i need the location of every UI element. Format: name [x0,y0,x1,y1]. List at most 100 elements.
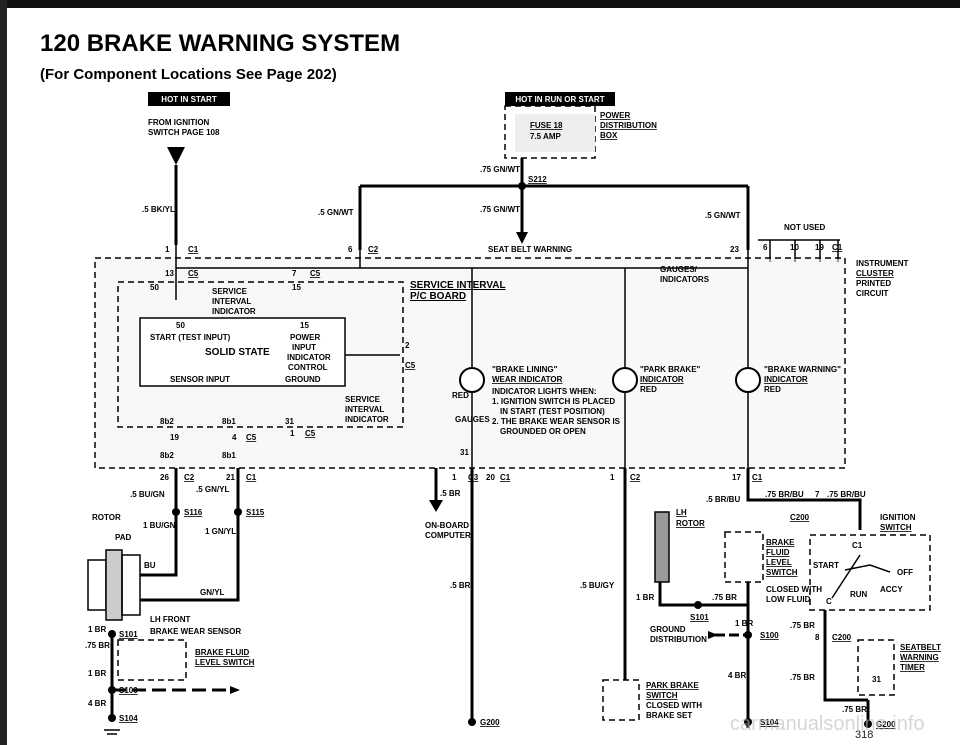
instrument-cluster-boundary [94,257,846,469]
top-border [0,0,960,8]
pin-31-label: 31 [285,417,294,426]
left-border [0,0,7,745]
pin-6b-label: 6 [763,243,768,252]
ss-indicator-label-1: INDICATOR [287,353,331,362]
wire-1gnyl-label: 1 GN/YL [205,527,236,536]
brake-lining-red-label: RED [452,391,469,400]
ignition-off-label: OFF [897,568,913,577]
wire-5br-b-label: .5 BR [450,581,471,590]
service-interval-label-1: SERVICE [212,287,248,296]
pin-7b-label: 7 [815,490,820,499]
seatbelt-timer-label-2: WARNING [900,653,939,662]
brake-lining-label-1: "BRAKE LINING" [492,365,558,374]
seatbelt-timer-box [857,639,895,696]
wire-4br-b-label: 4 BR [728,671,746,680]
pin-21-label: 21 [226,473,235,482]
lining-note-1: INDICATOR LIGHTS WHEN: [492,387,597,396]
wire-5gnwt-left-label: .5 GN/WT [318,208,354,217]
brake-fluid-label-5: CLOSED WITH [766,585,822,594]
lining-note-4: 2. THE BRAKE WEAR SENSOR IS [492,417,621,426]
pin-1c-label: 1 [452,473,457,482]
connector-c5e-label: C5 [305,429,316,438]
rotor-label: ROTOR [92,513,121,522]
lh-front-label-1: LH FRONT [150,615,191,624]
hot-in-start-badge [148,92,230,106]
rotor-left-outline [87,559,107,611]
instrument-cluster-label-2: CLUSTER [856,269,894,278]
brake-fluid-level-switch-right-box [724,531,764,583]
fuse-area [515,114,595,152]
pin-31b-label: 31 [460,448,469,457]
pin-8b1-bottom-label: 8b1 [222,451,236,460]
ground-left-icon [104,729,120,735]
park-brake-switch-box [602,679,640,721]
wire-gnyl-bottom [140,590,240,602]
connector-c5a-label: C5 [188,269,199,278]
service-interval-pc-label-1: SERVICE INTERVAL [410,280,506,291]
brake-lining-label-2: WEAR INDICATOR [492,375,563,384]
pin-15-label: 15 [292,283,301,292]
pin-1-label: 1 [165,245,170,254]
page-title: 120 BRAKE WARNING SYSTEM [40,30,401,57]
splice-s115-label: S115 [246,508,265,517]
park-brake-red-label: RED [640,385,657,394]
wire-5bkyl-label: .5 BK/YL [142,205,175,214]
park-brake-indicator-label-1: "PARK BRAKE" [640,365,701,374]
wire-5bugy-label: .5 BU/GY [580,581,615,590]
seat-belt-arrow-icon [516,232,528,244]
ss-ground-label: GROUND [285,375,321,384]
ground-g200a-dot [468,718,476,726]
seatbelt-timer-label-3: TIMER [900,663,925,672]
onboard-arrow-icon [429,500,443,512]
gauges-label-2: INDICATORS [660,275,710,284]
pin-31c-label: 31 [872,675,881,684]
ignition-c1-label: C1 [852,541,863,550]
hot-in-run-badge [505,92,615,106]
splice-s116-dot [172,508,180,516]
wire-1br-a-label: 1 BR [88,625,106,634]
pin-26-label: 26 [160,473,169,482]
ground-dist-left-arrow-icon [230,686,240,694]
connector-c200-top-label: C200 [790,513,810,522]
connector-c200b-label: C200 [832,633,852,642]
service-interval-pc-board [117,281,404,428]
wire-75br-d-label: .75 BR [790,673,815,682]
lh-rotor-body [654,511,670,583]
ground-g200a-label: G200 [480,718,500,727]
pad-label: PAD [115,533,132,542]
bu-label: BU [144,561,156,570]
wire-75br-a-label: .75 BR [85,641,110,650]
splice-s100b-label: S100 [760,631,779,640]
wire-5gnwt-right-label: .5 GN/WT [705,211,741,220]
instrument-cluster-label-4: CIRCUIT [856,289,889,298]
wire-5bugn-label: .5 BU/GN [130,490,165,499]
wire-1bugn-label: 1 BU/GN [143,521,176,530]
pin-6-label: 6 [348,245,353,254]
connector-c1c-label: C1 [500,473,511,482]
power-distribution-label-3: BOX [600,131,618,140]
pin-2-label: 2 [405,341,410,350]
splice-s104b-dot [744,718,752,726]
solid-state-indicator-control [139,317,346,387]
wire-75gnwt-mid-label: .75 GN/WT [480,205,520,214]
pin-13-label: 13 [165,269,174,278]
wire-1br-b-label: 1 BR [636,593,654,602]
brake-fluid-label-6: LOW FLUID [766,595,811,604]
ground-dist-right-arrow-icon [708,631,718,639]
pin-1b-label: 1 [290,429,295,438]
connector-c2-label: C2 [368,245,379,254]
splice-s101b-label: S101 [690,613,709,622]
brake-warning-bulb-icon [735,367,761,393]
connector-c1b-label: C1 [246,473,257,482]
brake-warning-red-label: RED [764,385,781,394]
power-distribution-label-1: POWER [600,111,630,120]
park-brake-switch-label-2: SWITCH [646,691,678,700]
park-brake-switch-label-1: PARK BRAKE [646,681,699,690]
wire-brbu [746,468,862,530]
on-board-label-2: COMPUTER [425,531,471,540]
splice-s212-label: S212 [528,175,547,184]
ignition-c-label: C [826,597,832,606]
connector-c5c-label: C5 [405,361,416,370]
seat-belt-warning-label: SEAT BELT WARNING [488,245,572,254]
ss-sensor-input-label: SENSOR INPUT [170,375,230,384]
